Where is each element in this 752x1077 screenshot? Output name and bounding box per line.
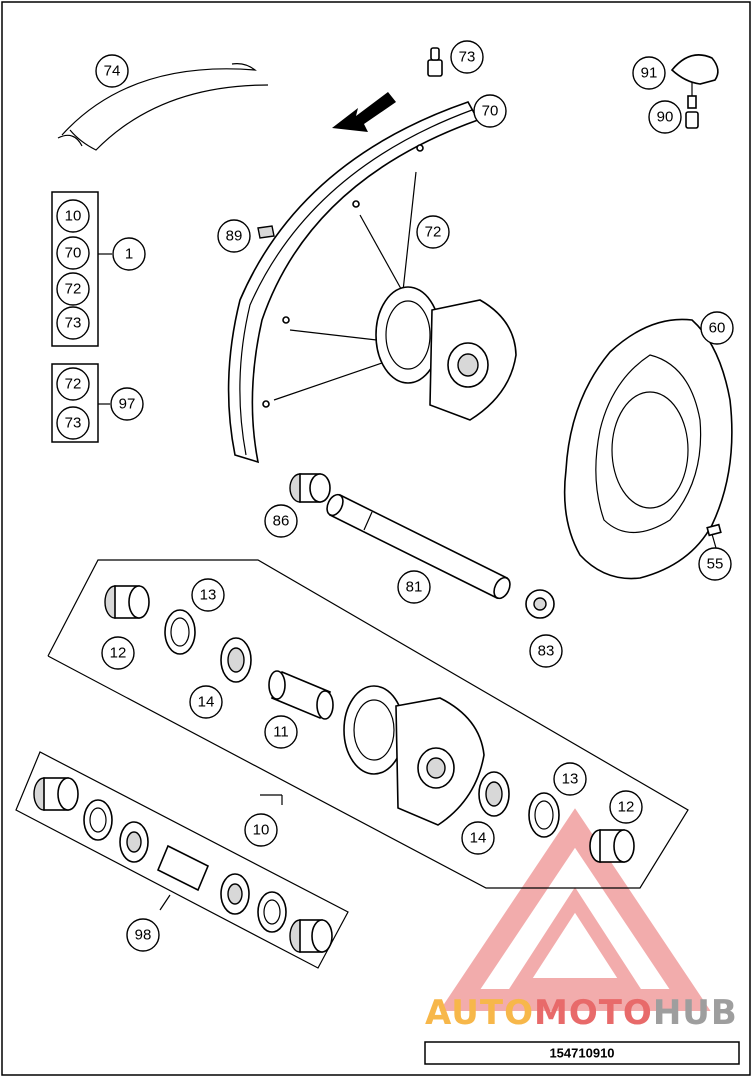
svg-text:70: 70 bbox=[482, 103, 499, 120]
callout-14-left: 14 bbox=[189, 685, 223, 719]
axle-nut-83 bbox=[525, 589, 555, 619]
tyre-lever-91 bbox=[670, 54, 719, 109]
svg-text:86: 86 bbox=[273, 513, 290, 530]
callout-12-right: 12 bbox=[609, 790, 643, 824]
svg-text:1: 1 bbox=[125, 246, 133, 263]
callout-12-left: 12 bbox=[101, 636, 135, 670]
callout-90: 90 bbox=[648, 100, 682, 134]
spacer-sleeve-11 bbox=[268, 670, 334, 720]
svg-text:90: 90 bbox=[657, 109, 674, 126]
spacer-86 bbox=[289, 473, 331, 503]
wheel-rim-70 bbox=[227, 101, 480, 464]
callout-55: 55 bbox=[698, 547, 732, 581]
svg-text:73: 73 bbox=[65, 415, 82, 432]
callout-89: 89 bbox=[217, 219, 251, 253]
svg-text:60: 60 bbox=[709, 320, 726, 337]
kit-box-1 bbox=[51, 191, 112, 347]
svg-text:11: 11 bbox=[273, 724, 289, 741]
kit1-item-10: 10 bbox=[56, 199, 90, 233]
svg-text:12: 12 bbox=[110, 645, 127, 662]
callout-98: 98 bbox=[126, 918, 160, 952]
svg-text:97: 97 bbox=[119, 396, 136, 413]
callout-13-left: 13 bbox=[191, 578, 225, 612]
kit1-item-73: 73 bbox=[56, 306, 90, 340]
valve-73 bbox=[427, 47, 443, 77]
watermark-logo bbox=[439, 808, 711, 1011]
brake-disc-60 bbox=[563, 318, 733, 580]
leader-lines bbox=[159, 794, 283, 911]
svg-text:14: 14 bbox=[470, 830, 487, 847]
svg-text:10: 10 bbox=[65, 208, 82, 225]
bearing-seal-12-left bbox=[104, 585, 150, 619]
svg-text:10: 10 bbox=[253, 822, 270, 839]
kit1-item-72: 72 bbox=[56, 272, 90, 306]
callout-81: 81 bbox=[397, 570, 431, 604]
kit1-item-70: 70 bbox=[56, 236, 90, 270]
callout-13-right: 13 bbox=[553, 762, 587, 796]
callout-83: 83 bbox=[529, 634, 563, 668]
bearing-seal-12-right bbox=[589, 829, 635, 863]
svg-text:12: 12 bbox=[618, 799, 635, 816]
svg-text:73: 73 bbox=[459, 49, 476, 66]
kit-box-97 bbox=[51, 363, 110, 443]
axle-81 bbox=[326, 493, 511, 600]
callout-11: 11 bbox=[264, 715, 298, 749]
front-hub bbox=[375, 286, 517, 421]
svg-text:81: 81 bbox=[406, 579, 423, 596]
svg-text:13: 13 bbox=[562, 771, 579, 788]
svg-text:72: 72 bbox=[65, 281, 82, 298]
reference-number: 154710910 bbox=[549, 1046, 614, 1061]
kit97-item-72: 72 bbox=[56, 367, 90, 401]
callout-72-spoke: 72 bbox=[416, 215, 450, 249]
svg-text:72: 72 bbox=[65, 376, 82, 393]
bearing-14-right bbox=[478, 771, 510, 817]
svg-text:74: 74 bbox=[104, 63, 121, 80]
svg-text:83: 83 bbox=[538, 643, 555, 660]
svg-text:55: 55 bbox=[707, 556, 724, 573]
bearing-14-left bbox=[220, 637, 252, 683]
callout-74: 74 bbox=[95, 54, 129, 88]
callout-1: 1 bbox=[112, 237, 146, 271]
callout-97: 97 bbox=[110, 387, 144, 421]
svg-text:89: 89 bbox=[226, 228, 243, 245]
callout-86: 86 bbox=[264, 504, 298, 538]
rim-tape-74 bbox=[57, 63, 269, 151]
bearing-kit-outline-98 bbox=[15, 751, 349, 969]
svg-text:91: 91 bbox=[641, 65, 658, 82]
rotation-arrow bbox=[332, 92, 396, 132]
svg-text:14: 14 bbox=[198, 694, 215, 711]
svg-text:13: 13 bbox=[200, 587, 217, 604]
reference-box bbox=[424, 1041, 740, 1065]
svg-text:98: 98 bbox=[135, 927, 152, 944]
disc-bolt-55 bbox=[706, 523, 722, 549]
kit97-item-73: 73 bbox=[56, 406, 90, 440]
callout-14-right: 14 bbox=[461, 821, 495, 855]
hub-assembly-outline-10 bbox=[47, 559, 689, 889]
seal-ring-13-left bbox=[164, 609, 196, 655]
callout-91: 91 bbox=[632, 56, 666, 90]
seal-ring-13-right bbox=[528, 792, 560, 838]
callout-70-rim: 70 bbox=[473, 94, 507, 128]
valve-insert-90 bbox=[685, 111, 699, 129]
callout-10: 10 bbox=[244, 813, 278, 847]
svg-text:72: 72 bbox=[425, 224, 442, 241]
callout-73-valve: 73 bbox=[450, 40, 484, 74]
svg-text:70: 70 bbox=[65, 245, 82, 262]
nipple-89 bbox=[257, 225, 275, 239]
watermark-text: AUTOMOTOHUB bbox=[425, 993, 738, 1033]
callout-60: 60 bbox=[700, 311, 734, 345]
svg-text:73: 73 bbox=[65, 315, 82, 332]
hub-assembly bbox=[343, 685, 485, 826]
